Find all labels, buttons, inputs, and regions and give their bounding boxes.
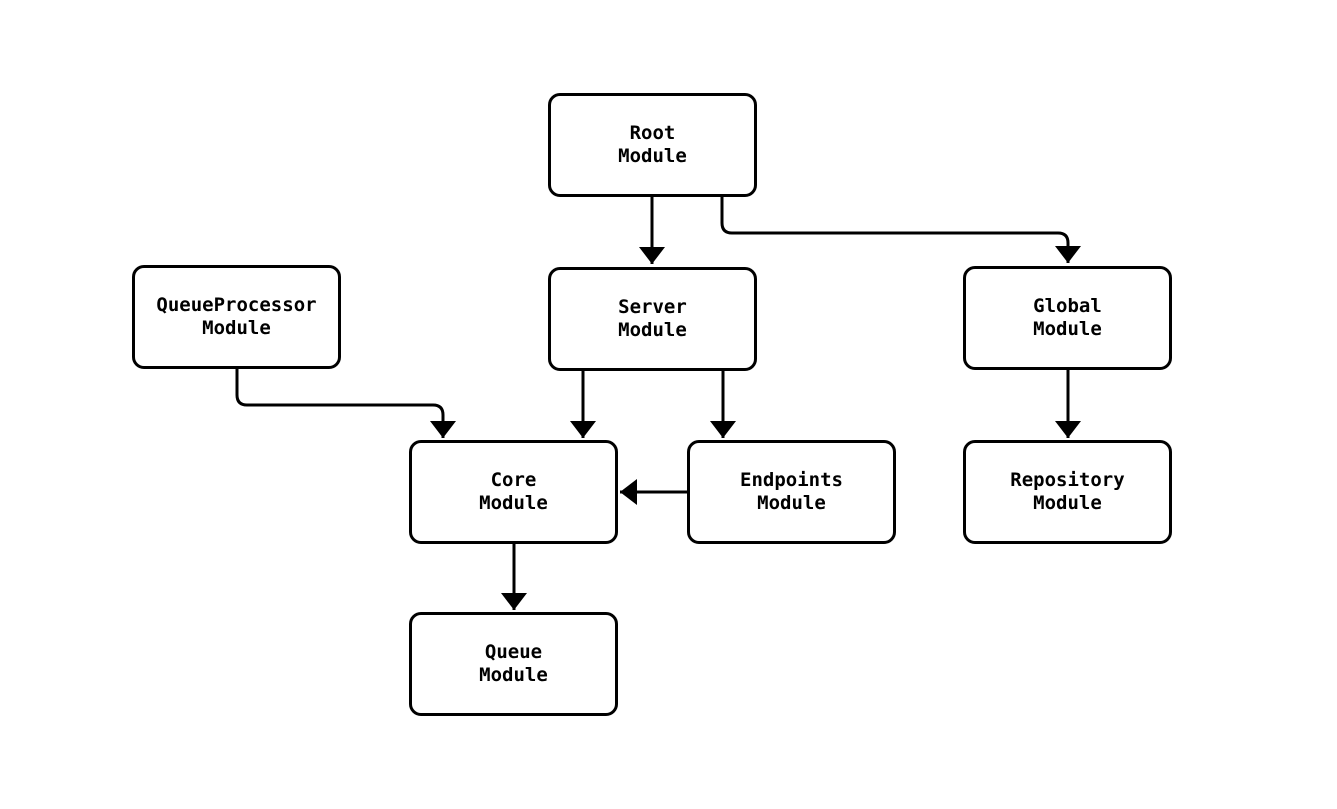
node-repository-module: Repository Module [963, 440, 1172, 544]
node-queueprocessor-module: QueueProcessor Module [132, 265, 341, 369]
node-server-module-label: Server Module [618, 296, 687, 341]
node-server-module: Server Module [548, 267, 757, 371]
node-endpoints-module-label: Endpoints Module [740, 469, 843, 514]
node-root-module: Root Module [548, 93, 757, 197]
edge-queueprocessor-to-core [235, 369, 456, 438]
node-root-module-label: Root Module [618, 122, 687, 167]
node-queue-module-label: Queue Module [479, 641, 548, 686]
node-queueprocessor-module-label: QueueProcessor Module [156, 294, 317, 339]
node-core-module: Core Module [409, 440, 618, 544]
node-repository-module-label: Repository Module [1010, 469, 1125, 514]
node-global-module: Global Module [963, 266, 1172, 370]
node-queue-module: Queue Module [409, 612, 618, 716]
node-core-module-label: Core Module [479, 469, 548, 514]
edge-root-to-global [720, 197, 1081, 263]
node-endpoints-module: Endpoints Module [687, 440, 896, 544]
node-global-module-label: Global Module [1033, 295, 1102, 340]
